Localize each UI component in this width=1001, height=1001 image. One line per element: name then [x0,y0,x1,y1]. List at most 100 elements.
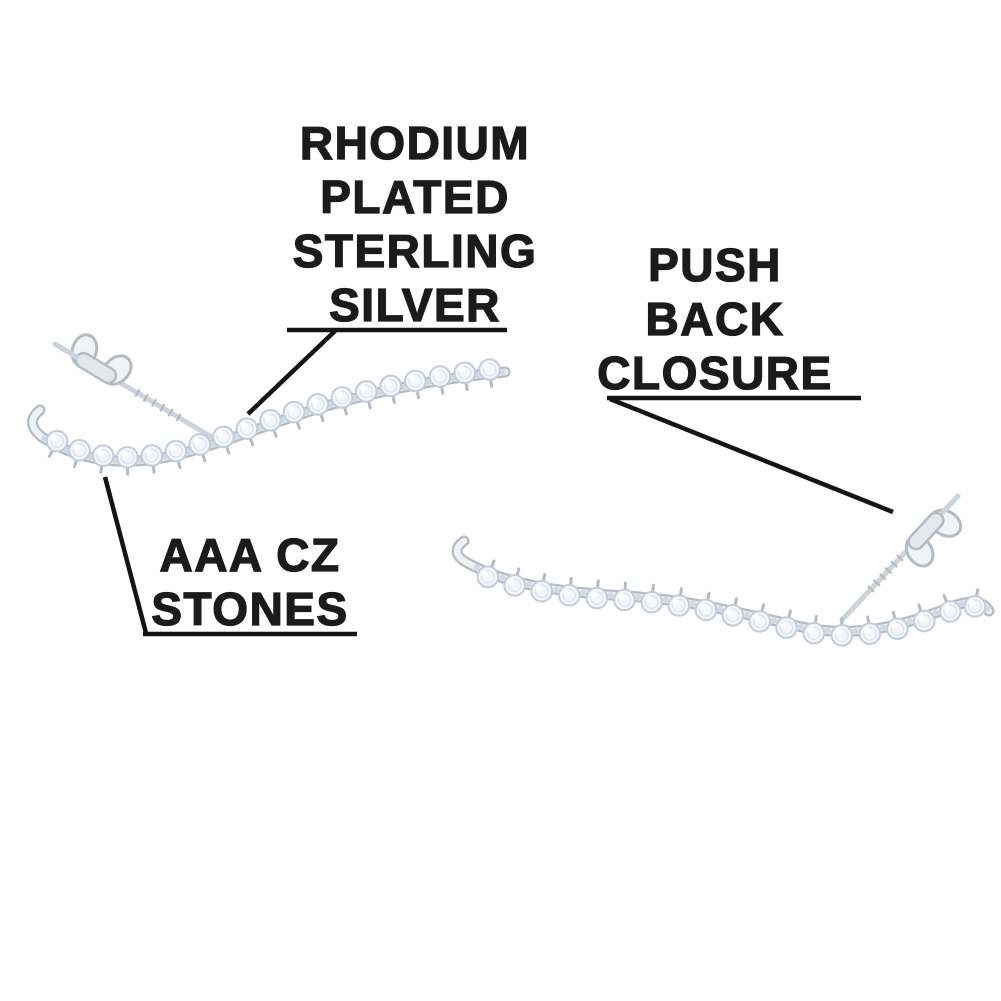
cz-stone-facet [433,369,447,384]
stones-label-line: AAA CZ [159,528,341,581]
cz-stone-sparkle [217,430,224,437]
stones-label-line: STONES [151,582,349,635]
cz-stone-sparkle [780,621,787,628]
cz-stone-sparkle [807,626,815,634]
cz-stone-sparkle [891,622,898,629]
cz-stone-facet [287,405,301,419]
cz-stone [453,361,477,385]
prong-bead [770,617,778,624]
cz-stone-facet [589,591,604,605]
cz-stone [938,600,962,623]
cz-stone-sparkle [618,593,625,601]
cz-stone-sparkle [726,608,734,616]
cz-stone [116,445,139,469]
cz-stone-facet [480,569,495,584]
cz-stone-facet [917,614,932,628]
cz-stone-facet [834,628,849,643]
cz-stone-sparkle [917,614,925,622]
cz-stone-sparkle [335,390,343,398]
cz-stone-facet [192,437,207,452]
screw-thread-tick [878,572,887,581]
right-earring-stones [473,559,991,647]
closure-label-line: CLOSURE [597,346,833,399]
cz-stone-facet [335,390,349,405]
left-earring-stones [41,358,506,476]
cz-stone-facet [169,444,183,458]
left-push-back-clasp [70,333,133,386]
prong-bead [635,593,642,601]
cz-stone-sparkle [360,384,367,392]
cz-stone [748,610,771,633]
cz-stone-sparkle [645,595,653,603]
cz-stone-facet [752,614,767,629]
screw-thread-tick [872,579,881,587]
cz-stone-facet [672,598,686,613]
cz-stone [613,588,636,612]
cz-stone-facet [482,362,497,377]
prong-bead [499,574,506,581]
cz-stone-facet [806,626,821,641]
screw-thread-tick [890,560,899,568]
cz-stone-sparkle [863,627,871,634]
prong-bead [717,605,724,612]
screw-thread-tick [867,585,875,593]
prong-bead [525,581,533,588]
cz-stone-facet [383,379,398,393]
cz-stone [802,621,826,645]
closure-label: PUSH BACK CLOSURE [565,238,865,400]
screw-thread-tick [884,566,893,575]
material-leader-line [246,329,337,416]
prong-bead [662,596,669,603]
cz-stone-sparkle [264,413,271,421]
cz-stone [306,393,330,416]
material-label-line: PLATED [320,170,510,223]
cz-stone-facet [507,578,522,593]
cz-stone-sparkle [968,599,976,607]
prong-bead [580,589,587,596]
screw-thread-tick [896,554,904,562]
cz-stone-sparkle [193,437,201,445]
cz-stone-facet [144,448,159,463]
material-label-line: STERLING [292,224,538,277]
cz-stone-facet [943,604,958,619]
cz-stone [503,574,526,597]
cz-stone [355,380,378,403]
cz-stone [557,583,581,607]
cz-stone-sparkle [753,614,760,622]
material-label-line: RHODIUM [299,116,531,169]
prong-bead [906,618,913,625]
cz-stone [91,444,115,467]
cz-stone [667,594,691,617]
prong-bead [473,564,480,571]
callout-lines [102,327,894,637]
prong-bead [852,627,859,635]
closure-label-line: PUSH [647,238,782,291]
cz-stone-facet [240,421,254,436]
prong-bead [744,611,751,618]
material-label-line: SILVER [328,278,501,331]
cz-stone-sparkle [96,449,104,456]
cz-stone-facet [120,450,135,465]
cz-stone [282,400,306,424]
cz-stone [694,598,718,622]
prong-bead [797,623,804,630]
cz-stone-sparkle [458,366,466,373]
cz-stone-facet [50,434,64,449]
cz-stone-facet [699,603,713,617]
right-post-tip [940,493,961,515]
prong-bead [932,609,940,616]
cz-stone [330,386,354,409]
cz-stone-facet [408,374,423,388]
cz-stone-facet [725,608,740,623]
cz-stone-sparkle [672,598,680,606]
cz-stone-facet [96,448,111,463]
cz-stone-facet [457,365,472,380]
cz-stone [45,429,69,453]
cz-stone-facet [968,599,982,614]
screw-thread-tick [142,393,149,403]
prong-bead [607,591,615,599]
screw-thread-tick [134,388,141,398]
right-post-screw-threads [867,554,904,593]
cz-stone-facet [862,626,877,641]
